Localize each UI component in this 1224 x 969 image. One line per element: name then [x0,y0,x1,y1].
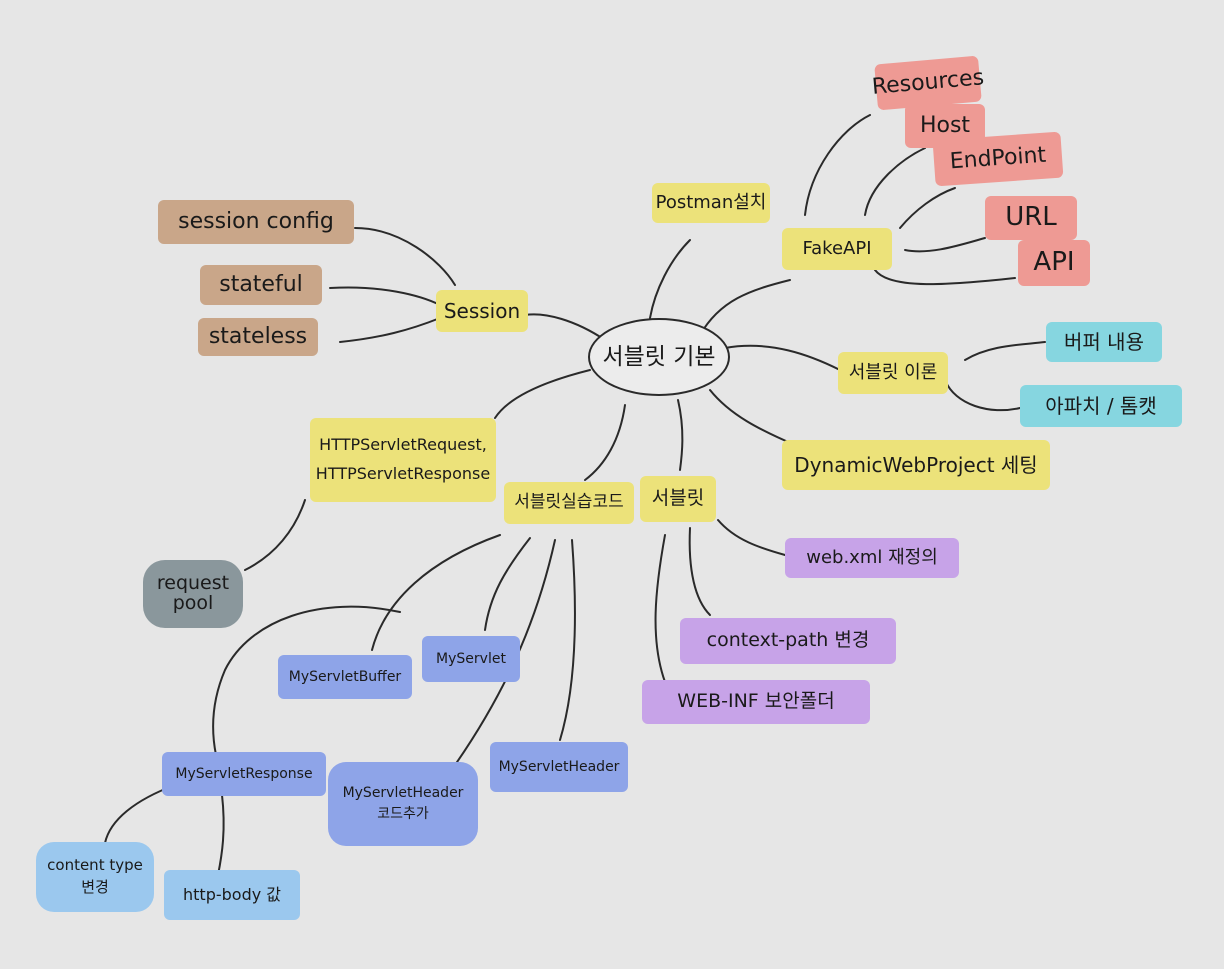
node-myservlet[interactable]: MyServlet [422,636,520,682]
edge-fakeapi-url [904,237,986,253]
node-context-path-label: context-path 변경 [706,629,870,652]
edge-center-session [524,313,606,341]
edge-center-dynamic [709,389,796,446]
node-myservlet-response-label: MyServletResponse [175,765,313,782]
node-api[interactable]: API [1018,240,1090,286]
edge-center-servlet [677,399,684,471]
edge-code-buffer [371,534,501,651]
node-buffer-content-label: 버퍼 내용 [1064,329,1144,354]
edge-servlet-webxml [717,519,786,556]
node-resources[interactable]: Resources [870,55,986,111]
center-node[interactable]: 서블릿 기본 [588,318,730,396]
node-myservlet-header-code-label-1: MyServletHeader [342,785,464,802]
node-stateful-label: stateful [219,272,303,298]
node-http-body-label: http-body 값 [183,884,281,904]
node-url[interactable]: URL [985,196,1077,240]
node-buffer-content[interactable]: 버퍼 내용 [1046,322,1162,362]
node-http-request-response[interactable]: HTTPServletRequest, HTTPServletResponse [310,418,496,502]
edge-fakeapi-host [864,147,926,216]
node-myservlet-header-code[interactable]: MyServletHeader 코드추가 [328,762,478,846]
node-postman[interactable]: Postman설치 [652,183,770,223]
node-myservlet-header[interactable]: MyServletHeader [490,742,628,792]
node-servlet-theory[interactable]: 서블릿 이론 [838,352,948,394]
node-apache-tomcat-label: 아파치 / 톰캣 [1045,393,1157,418]
edge-code-header [559,539,576,741]
edge-code-myservlet [484,537,531,631]
edge-httpreq-pool [244,499,306,571]
node-request-pool-label-2: pool [172,592,214,614]
node-host-label: Host [919,113,971,139]
edge-center-code [584,404,626,481]
node-http-request-label: HTTPServletRequest, [319,435,487,455]
node-content-type[interactable]: content type 변경 [36,842,154,912]
edge-servlet-webinf [654,534,666,683]
node-webxml[interactable]: web.xml 재정의 [785,538,959,578]
edge-center-httpreq [494,369,591,419]
node-servlet-label: 서블릿 [651,487,705,510]
edge-session-stateless [339,317,441,343]
node-endpoint-label: EndPoint [949,143,1047,175]
node-servlet-theory-label: 서블릿 이론 [848,361,938,383]
node-myservlet-response[interactable]: MyServletResponse [162,752,326,796]
node-apache-tomcat[interactable]: 아파치 / 톰캣 [1020,385,1182,427]
node-resources-label: Resources [870,65,986,101]
node-content-type-label-2: 변경 [81,878,109,896]
edge-session-stateful [329,286,441,306]
center-node-label: 서블릿 기본 [602,343,716,370]
node-fakeapi-label: FakeAPI [802,237,872,259]
node-url-label: URL [1005,202,1057,233]
node-myservlet-buffer[interactable]: MyServletBuffer [278,655,412,699]
node-http-body[interactable]: http-body 값 [164,870,300,920]
edge-center-theory [724,344,841,371]
node-dynamic-web[interactable]: DynamicWebProject 세팅 [782,440,1050,490]
node-myservlet-header-label: MyServletHeader [498,758,620,775]
node-context-path[interactable]: context-path 변경 [680,618,896,664]
edge-center-postman [649,239,691,319]
node-servlet-code[interactable]: 서블릿실습코드 [504,482,634,524]
node-endpoint[interactable]: EndPoint [932,131,1064,187]
node-stateful[interactable]: stateful [200,265,322,305]
node-content-type-label-1: content type [47,856,143,875]
node-session[interactable]: Session [436,290,528,332]
node-fakeapi[interactable]: FakeAPI [782,228,892,270]
edge-theory-buffer [964,341,1046,361]
node-http-response-label: HTTPServletResponse [315,464,491,483]
edge-fakeapi-resources [804,114,871,216]
node-webxml-label: web.xml 재정의 [806,546,938,568]
node-postman-label: Postman설치 [655,191,767,213]
node-myservlet-buffer-label: MyServletBuffer [288,668,402,685]
edge-session-config [354,227,456,286]
node-myservlet-label: MyServlet [436,650,506,667]
node-session-config-label: session config [178,209,334,235]
edge-center-fakeapi [699,279,791,336]
edge-servlet-context [688,527,711,616]
edge-response-body [217,794,225,876]
node-servlet-code-label: 서블릿실습코드 [514,492,624,513]
edge-fakeapi-api [874,269,1016,286]
node-request-pool-label-1: request [156,572,230,595]
node-session-label: Session [443,298,521,323]
edge-fakeapi-endpoint [899,187,956,229]
node-request-pool[interactable]: request pool [143,560,243,628]
node-api-label: API [1033,247,1075,278]
node-stateless-label: stateless [208,324,308,350]
node-session-config[interactable]: session config [158,200,354,244]
node-webinf[interactable]: WEB-INF 보안폴더 [642,680,870,724]
node-servlet[interactable]: 서블릿 [640,476,716,522]
node-stateless[interactable]: stateless [198,318,318,356]
edge-theory-apache [944,379,1021,412]
node-webinf-label: WEB-INF 보안폴더 [677,690,835,713]
node-myservlet-header-code-label-2: 코드추가 [377,806,429,822]
node-dynamic-web-label: DynamicWebProject 세팅 [794,452,1038,477]
edge-response-bridge [212,605,401,756]
